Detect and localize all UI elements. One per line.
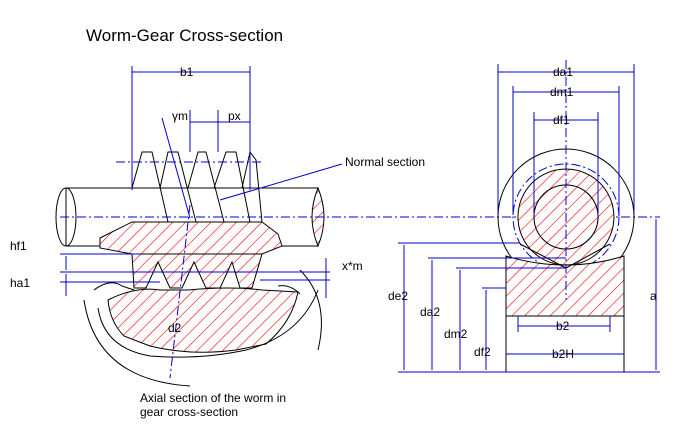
label-dm2: dm2 xyxy=(444,327,468,341)
caption-line-1: Axial section of the worm in xyxy=(140,391,286,405)
gear-outer-arc xyxy=(299,269,322,351)
right-dimensions: da1 dm1 df1 de2 da2 dm2 df2 b2 b2H a xyxy=(388,64,660,373)
gear-outer-arc xyxy=(97,289,319,358)
label-hf1: hf1 xyxy=(10,239,27,253)
gear-wheel-section xyxy=(107,287,299,353)
worm-thread-lower xyxy=(131,253,263,289)
left-dimensions: b1 γm px Normal section hf1 ha1 x*m d2 xyxy=(10,65,425,335)
axial-section-view xyxy=(55,150,325,387)
worm-thread-upper xyxy=(131,150,263,223)
label-df1: df1 xyxy=(553,113,570,127)
gear-radial-line xyxy=(169,204,191,379)
worm-core-section xyxy=(99,221,283,255)
diagram-title: Worm-Gear Cross-section xyxy=(86,26,283,45)
label-da1: da1 xyxy=(553,65,573,79)
label-gamma-m: γm xyxy=(172,109,188,123)
label-b1: b1 xyxy=(180,65,194,79)
label-b2h: b2H xyxy=(552,347,574,361)
label-px: px xyxy=(228,109,241,123)
label-ha1: ha1 xyxy=(10,276,30,290)
label-da2: da2 xyxy=(420,305,440,319)
label-df2: df2 xyxy=(474,345,491,359)
label-x-m: x*m xyxy=(342,259,363,273)
label-dm1: dm1 xyxy=(550,85,574,99)
gear-tooth-outline xyxy=(93,282,135,291)
lead-angle-line xyxy=(161,117,191,219)
label-de2: de2 xyxy=(388,289,408,303)
leader-normal-section xyxy=(219,163,343,201)
gear-outer-arc xyxy=(83,299,191,387)
label-a: a xyxy=(650,289,657,303)
gear-rim-section xyxy=(505,255,625,317)
gear-tooth-outline xyxy=(277,285,301,295)
caption-line-2: gear cross-section xyxy=(140,405,238,419)
label-d2: d2 xyxy=(168,321,182,335)
shaft-end-left xyxy=(55,187,77,247)
gear-hub-outline xyxy=(505,316,625,372)
worm-pitch-circle xyxy=(512,163,620,271)
label-normal-section: Normal section xyxy=(345,155,425,169)
label-b2: b2 xyxy=(556,319,570,333)
